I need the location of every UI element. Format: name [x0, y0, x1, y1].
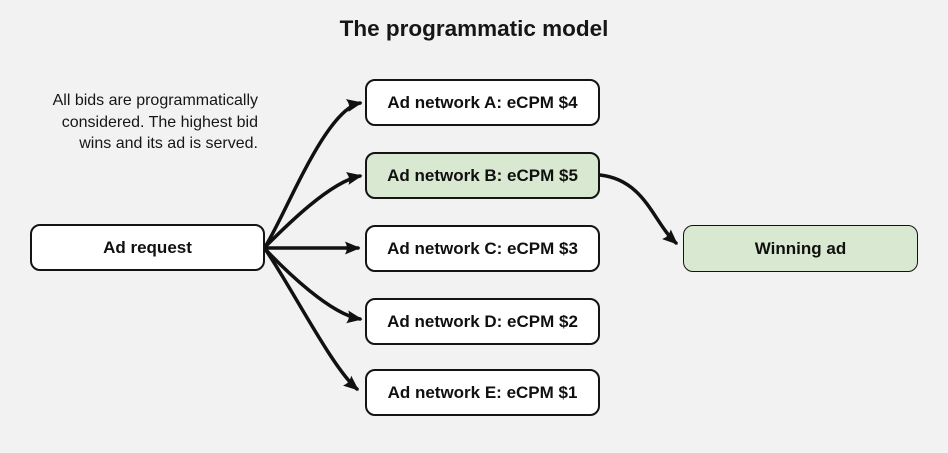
description-line: considered. The highest bid	[61, 113, 258, 131]
description-line: All bids are programmatically	[52, 92, 258, 109]
arrow-request-to-network-a	[263, 99, 363, 249]
node-ad-network-b-highlighted: Ad network B: eCPM $5	[365, 152, 600, 199]
node-label: Ad network D: eCPM $2	[387, 311, 578, 331]
node-ad-network-e: Ad network E: eCPM $1	[365, 369, 600, 416]
description-text: All bids are programmatically considered…	[14, 90, 258, 155]
node-label: Ad request	[103, 237, 192, 257]
node-label: Ad network C: eCPM $3	[387, 238, 578, 258]
node-ad-request: Ad request	[30, 224, 265, 271]
node-ad-network-a: Ad network A: eCPM $4	[365, 79, 600, 126]
node-label: Ad network E: eCPM $1	[387, 382, 578, 402]
arrow-network-b-to-winning-ad	[598, 173, 678, 245]
node-winning-ad: Winning ad	[683, 225, 918, 272]
diagram-title: The programmatic model	[339, 16, 609, 41]
description-line: wins and its ad is served.	[79, 135, 258, 152]
arrow-request-to-network-d	[263, 247, 363, 324]
arrow-request-to-network-b	[263, 172, 363, 249]
node-ad-network-c: Ad network C: eCPM $3	[365, 225, 600, 272]
node-label: Winning ad	[754, 238, 847, 258]
node-label: Ad network B: eCPM $5	[387, 165, 578, 185]
node-ad-network-d: Ad network D: eCPM $2	[365, 298, 600, 345]
arrow-request-to-network-e	[263, 247, 359, 391]
node-label: Ad network A: eCPM $4	[387, 92, 578, 112]
